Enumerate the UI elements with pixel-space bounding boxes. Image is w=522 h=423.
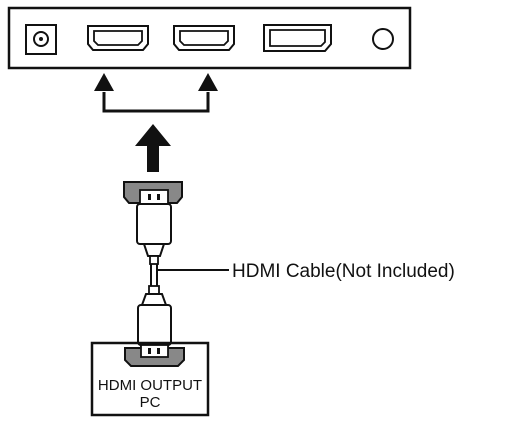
pc-box bbox=[90, 341, 210, 417]
cable-label: HDMI Cable(Not Included) bbox=[232, 261, 455, 282]
pc-output-label: HDMI OUTPUT bbox=[98, 377, 202, 394]
power-jack-icon bbox=[25, 24, 57, 55]
arrow-up-icon bbox=[94, 73, 114, 91]
monitor-rear-panel bbox=[7, 6, 412, 70]
displayport-icon bbox=[263, 24, 332, 52]
audio-jack-icon bbox=[372, 28, 394, 50]
hdmi-connector-top bbox=[123, 181, 183, 265]
large-up-arrow-icon bbox=[135, 124, 171, 172]
hdmi-port-2-icon bbox=[173, 25, 235, 51]
hdmi-cable bbox=[150, 264, 229, 286]
pc-label: PC bbox=[140, 394, 161, 411]
hdmi-port-1-icon bbox=[87, 25, 149, 51]
arrow-up-icon bbox=[198, 73, 218, 91]
branch-arrows bbox=[94, 73, 218, 113]
